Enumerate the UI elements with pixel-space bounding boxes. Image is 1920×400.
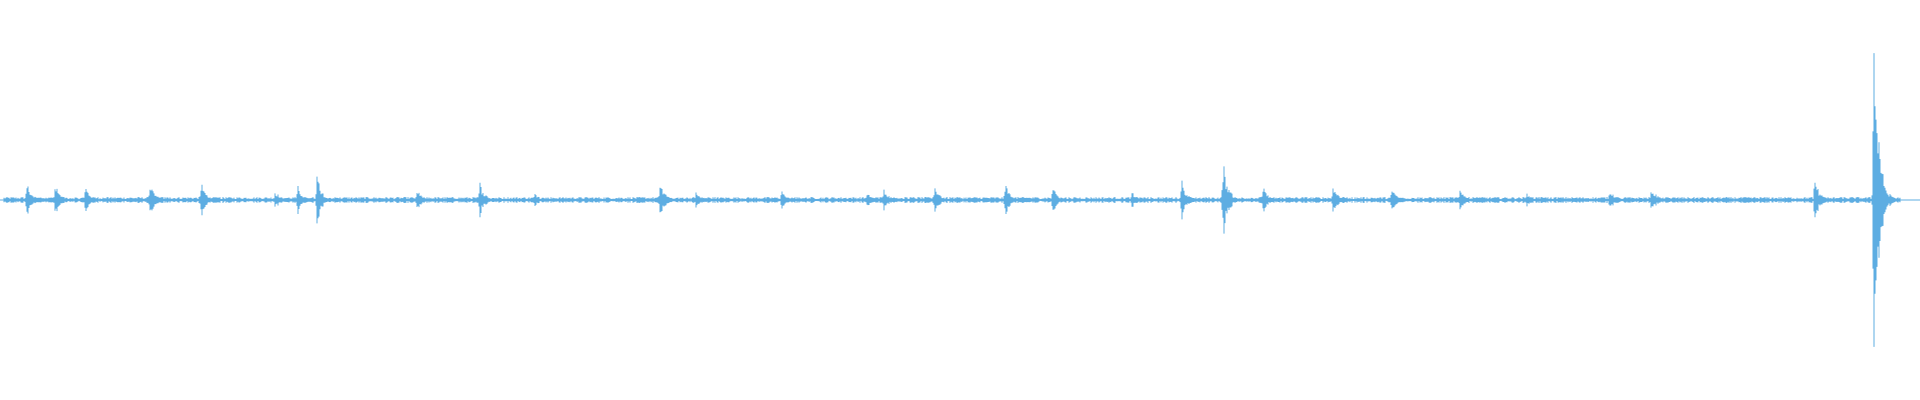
waveform-samples: [3, 53, 1901, 347]
